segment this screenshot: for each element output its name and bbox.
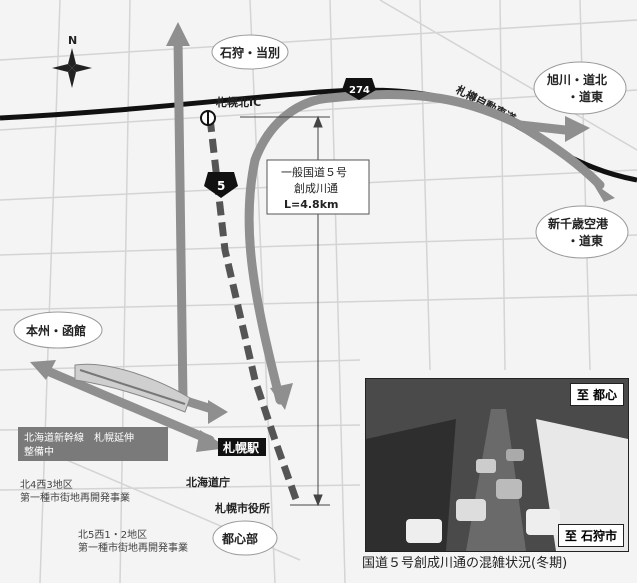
destination-toshinbu: 都心部 bbox=[212, 520, 278, 556]
svg-text:・道東: ・道東 bbox=[567, 233, 603, 248]
sapporo-kita-ic-marker bbox=[200, 110, 216, 126]
shinkansen-illustration bbox=[74, 363, 191, 413]
svg-text:北4西3地区: 北4西3地区 bbox=[20, 478, 73, 491]
svg-text:北5西1・2地区: 北5西1・2地区 bbox=[78, 528, 147, 541]
destination-asahikawa: 旭川・道北 ・道東 bbox=[533, 61, 627, 115]
svg-text:新千歳空港: 新千歳空港 bbox=[548, 216, 609, 231]
compass-rose: N bbox=[52, 34, 92, 88]
hokkaido-chou-label: 北海道庁 bbox=[186, 475, 230, 489]
traffic-photo-image bbox=[366, 379, 628, 551]
svg-text:一般国道５号: 一般国道５号 bbox=[281, 165, 347, 179]
photo-caption: 国道５号創成川通の混雑状況(冬期) bbox=[362, 556, 568, 571]
svg-text:整備中: 整備中 bbox=[24, 445, 54, 458]
route-5-shield: 5 bbox=[204, 172, 238, 198]
svg-text:旭川・道北: 旭川・道北 bbox=[546, 72, 607, 87]
sapporo-kita-ic-label: 札幌北IC bbox=[215, 95, 261, 109]
shinkansen-label: 北海道新幹線 札幌延伸 整備中 bbox=[18, 427, 168, 461]
redevelopment-1-label: 北4西3地区 第一種市街地再開発事業 bbox=[20, 478, 130, 504]
svg-text:・道東: ・道東 bbox=[567, 89, 603, 104]
photo-tag-toward-center: 至 都心 bbox=[569, 383, 624, 406]
sapporo-station-label: 札幌駅 bbox=[218, 438, 266, 456]
redevelopment-2-label: 北5西1・2地区 第一種市街地再開発事業 bbox=[78, 528, 188, 554]
svg-text:第一種市街地再開発事業: 第一種市街地再開発事業 bbox=[20, 491, 130, 504]
svg-text:L=4.8km: L=4.8km bbox=[284, 198, 339, 211]
svg-text:創成川通: 創成川通 bbox=[294, 181, 338, 195]
sapporo-city-hall-label: 札幌市役所 bbox=[214, 501, 270, 515]
photo-tag-toward-ishikari: 至 石狩市 bbox=[557, 524, 624, 547]
destination-shinchitose: 新千歳空港 ・道東 bbox=[535, 205, 629, 259]
destination-ishikari: 石狩・当別 bbox=[211, 34, 289, 70]
svg-text:都心部: 都心部 bbox=[221, 531, 258, 546]
svg-text:5: 5 bbox=[217, 179, 225, 193]
destination-honshu-hakodate: 本州・函館 bbox=[13, 311, 103, 349]
traffic-photo: 至 都心 至 石狩市 bbox=[365, 378, 629, 552]
route-5-line bbox=[206, 117, 302, 507]
svg-text:本州・函館: 本州・函館 bbox=[26, 323, 86, 338]
svg-text:第一種市街地再開発事業: 第一種市街地再開発事業 bbox=[78, 541, 188, 554]
svg-text:北海道新幹線 札幌延伸: 北海道新幹線 札幌延伸 bbox=[24, 431, 134, 444]
compass-n-label: N bbox=[68, 34, 77, 47]
svg-text:石狩・当別: 石狩・当別 bbox=[219, 45, 280, 60]
route-274-shield: 274 bbox=[342, 78, 376, 100]
svg-text:274: 274 bbox=[349, 85, 370, 96]
route-info-box: 一般国道５号 創成川通 L=4.8km bbox=[266, 159, 370, 215]
svg-text:札幌駅: 札幌駅 bbox=[222, 440, 260, 455]
